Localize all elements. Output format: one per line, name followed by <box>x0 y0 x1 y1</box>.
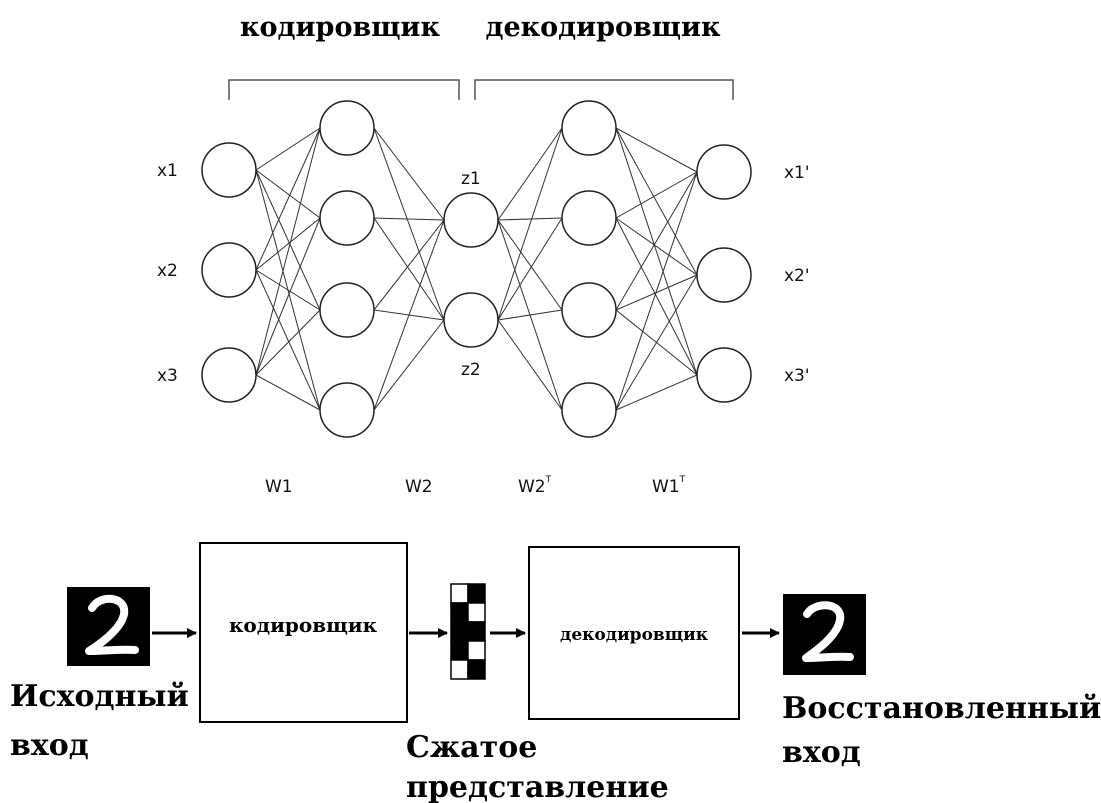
connection-l1-0-0 <box>373 127 445 221</box>
connection-l2-0-2 <box>497 219 563 311</box>
network-nodes <box>201 100 752 438</box>
encoder-bracket <box>228 79 460 100</box>
output-label-3: x3' <box>784 366 810 386</box>
weight-label-2: W2 <box>405 477 433 497</box>
weight-label-3: W2T <box>518 475 552 497</box>
output-digit-image <box>783 594 866 675</box>
decoder-hidden-node-4 <box>561 382 617 438</box>
connection-l0-2-3 <box>255 374 321 411</box>
network-connections <box>255 127 698 411</box>
code-caption-line2: представление <box>406 770 669 803</box>
code-cell-4 <box>467 602 486 623</box>
code-cell-1 <box>450 583 469 604</box>
encoder-hidden-node-2 <box>319 190 375 246</box>
code-cell-9 <box>450 659 469 680</box>
connection-l2-0-1 <box>497 217 563 221</box>
input-label-1: x1 <box>157 161 178 181</box>
encoder-hidden-node-1 <box>319 100 375 156</box>
connection-l3-3-0 <box>615 171 698 411</box>
weight-label-4: W1T <box>652 475 686 497</box>
code-node-2 <box>443 292 499 348</box>
network-node-labels: x1 x2 x3 z1 z2 x1' x2' x3' <box>157 161 810 386</box>
connection-l3-1-1 <box>615 217 698 276</box>
code-cell-6 <box>467 621 486 642</box>
output-caption-line1: Восстановленный <box>782 691 1101 726</box>
code-cell-3 <box>450 602 469 623</box>
input-label-2: x2 <box>157 261 178 281</box>
input-caption-line2: вход <box>10 728 89 763</box>
decoder-heading: декодировщик <box>485 12 721 43</box>
connection-l2-1-2 <box>497 309 563 321</box>
connection-l3-0-2 <box>615 127 698 376</box>
connection-l2-1-0 <box>497 127 563 321</box>
output-label-2: x2' <box>784 266 810 286</box>
code-cell-2 <box>467 583 486 604</box>
output-label-1: x1' <box>784 163 810 183</box>
decoder-box <box>528 546 740 720</box>
connection-l0-2-2 <box>255 309 321 376</box>
input-node-2 <box>201 242 257 298</box>
code-cell-5 <box>450 621 469 642</box>
output-node-3 <box>696 347 752 403</box>
weight-labels: W1 W2 W2T W1T <box>265 475 686 497</box>
code-caption-line1: Сжатое <box>406 730 537 765</box>
output-node-2 <box>696 247 752 303</box>
connection-l3-1-2 <box>615 217 698 376</box>
encoder-heading: кодировщик <box>240 12 440 43</box>
connection-l0-0-2 <box>255 169 321 311</box>
connection-l0-1-3 <box>255 269 321 411</box>
connection-l1-3-1 <box>373 319 445 411</box>
code-cell-8 <box>467 640 486 661</box>
connection-l0-1-1 <box>255 217 321 271</box>
decoder-box-label: декодировщик <box>560 625 709 645</box>
output-node-1 <box>696 144 752 200</box>
connection-l0-2-1 <box>255 217 321 376</box>
input-node-1 <box>201 142 257 198</box>
connection-l1-1-1 <box>373 217 445 321</box>
connection-l3-3-1 <box>615 274 698 411</box>
connection-l3-2-0 <box>615 171 698 311</box>
connection-l2-1-1 <box>497 217 563 321</box>
encoder-hidden-node-4 <box>319 382 375 438</box>
code-cell-7 <box>450 640 469 661</box>
connection-l1-1-0 <box>373 217 445 221</box>
decoder-hidden-node-2 <box>561 190 617 246</box>
input-node-3 <box>201 347 257 403</box>
connection-l3-3-2 <box>615 374 698 411</box>
connection-l0-1-2 <box>255 269 321 311</box>
code-representation <box>450 583 486 680</box>
weight-label-1: W1 <box>265 477 293 497</box>
connection-l2-0-0 <box>497 127 563 221</box>
connection-l3-0-0 <box>615 127 698 173</box>
input-label-3: x3 <box>157 366 178 386</box>
connection-l3-1-0 <box>615 171 698 219</box>
output-caption-line2: вход <box>782 735 861 770</box>
connection-l0-1-0 <box>255 127 321 271</box>
connection-l1-0-1 <box>373 127 445 321</box>
code-label-2: z2 <box>461 360 481 380</box>
decoder-hidden-node-3 <box>561 282 617 338</box>
encoder-box <box>199 542 408 723</box>
connection-l0-0-1 <box>255 169 321 219</box>
connection-l3-0-1 <box>615 127 698 276</box>
encoder-box-label: кодировщик <box>229 613 378 637</box>
input-caption-line1: Исходный <box>10 679 189 714</box>
code-label-1: z1 <box>461 169 481 189</box>
connection-l1-3-0 <box>373 219 445 411</box>
connection-l0-0-0 <box>255 127 321 171</box>
connection-l1-2-0 <box>373 219 445 311</box>
decoder-hidden-node-1 <box>561 100 617 156</box>
code-node-1 <box>443 192 499 248</box>
decoder-bracket <box>474 79 734 100</box>
encoder-hidden-node-3 <box>319 282 375 338</box>
connection-l0-2-0 <box>255 127 321 376</box>
code-cell-10 <box>467 659 486 680</box>
connection-l2-1-3 <box>497 319 563 411</box>
input-digit-image <box>67 587 150 666</box>
